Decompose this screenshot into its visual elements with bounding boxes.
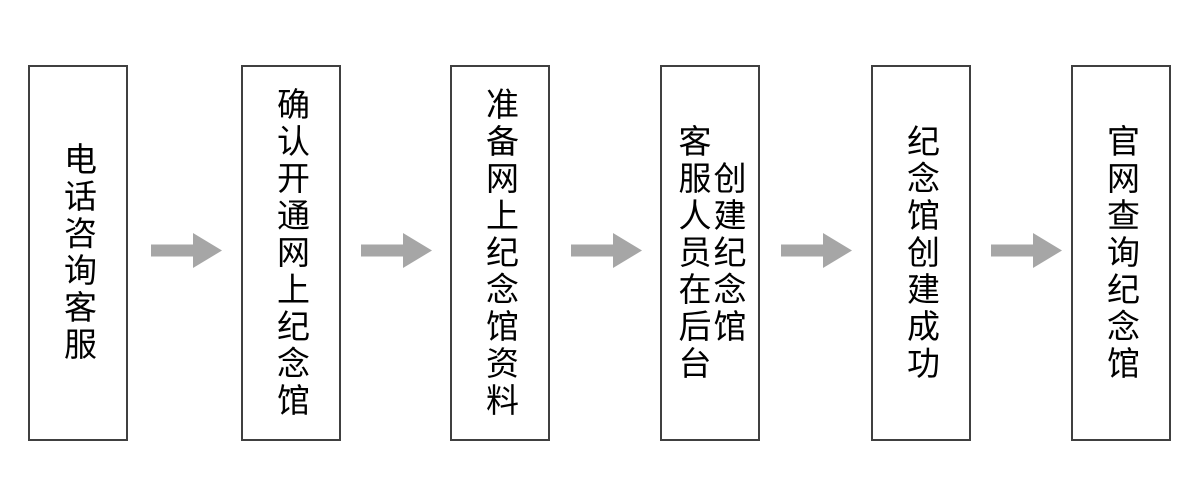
flow-arrow-3 [571, 233, 642, 268]
process-box-label-step-5: 纪念馆创建成功 [901, 123, 941, 383]
process-box-label-step-1: 电话咨询客服 [58, 142, 98, 364]
flow-arrow-2 [361, 233, 432, 268]
flow-arrow-1 [151, 233, 222, 268]
process-box-step-2[interactable]: 确认开通网上纪念馆 [241, 65, 341, 441]
process-box-label-step-4-column-2: 创建纪念馆 [708, 160, 747, 346]
right-arrow-icon [361, 233, 432, 268]
flow-arrow-5 [991, 233, 1062, 268]
process-box-step-6[interactable]: 官网查询纪念馆 [1071, 65, 1171, 441]
right-arrow-icon [571, 233, 642, 268]
right-arrow-icon [151, 233, 222, 268]
process-box-step-3[interactable]: 准备网上纪念馆资料 [450, 65, 550, 441]
flow-arrow-4 [781, 233, 852, 268]
process-box-step-4[interactable]: 客服人员在后台 创建纪念馆 [660, 65, 760, 441]
right-arrow-icon [781, 233, 852, 268]
right-arrow-icon [991, 233, 1062, 268]
process-box-label-step-2: 确认开通网上纪念馆 [271, 86, 311, 420]
process-box-label-step-4-column-1: 客服人员在后台 [673, 123, 712, 383]
process-box-label-step-3: 准备网上纪念馆资料 [480, 86, 520, 420]
process-box-step-5[interactable]: 纪念馆创建成功 [871, 65, 971, 441]
process-box-step-1[interactable]: 电话咨询客服 [28, 65, 128, 441]
process-box-label-step-6: 官网查询纪念馆 [1101, 123, 1141, 383]
